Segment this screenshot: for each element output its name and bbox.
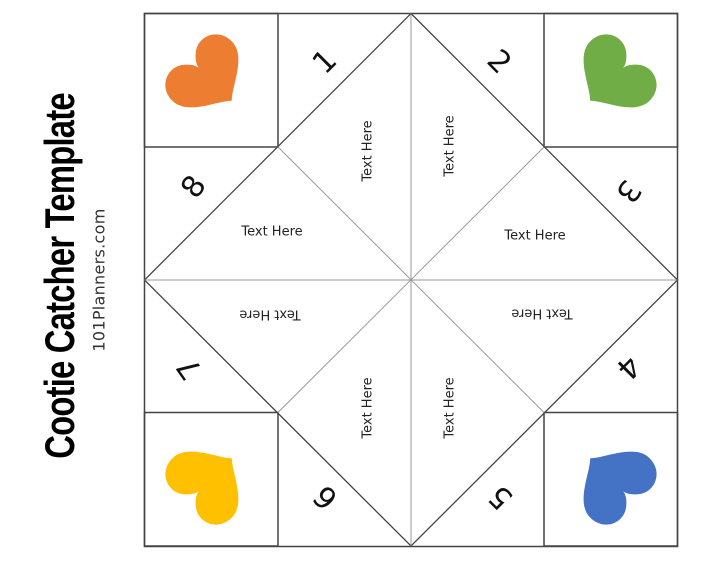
fortune-bottom-left[interactable]: Text Here — [361, 377, 376, 439]
fortune-left-lower[interactable]: Text Here — [239, 307, 301, 322]
fortune-right-lower[interactable]: Text Here — [511, 306, 573, 321]
fortune-top-right[interactable]: Text Here — [443, 115, 458, 177]
fortune-right-upper[interactable]: Text Here — [503, 229, 565, 244]
fortune-left-upper[interactable]: Text Here — [240, 225, 302, 240]
corner-square-top-right — [543, 12, 679, 148]
corner-square-top-left — [143, 12, 279, 148]
fortune-top-left[interactable]: Text Here — [361, 120, 376, 182]
corner-square-bottom-right — [543, 411, 679, 547]
fortune-bottom-right[interactable]: Text Here — [443, 377, 458, 439]
corner-square-bottom-left — [143, 411, 279, 547]
